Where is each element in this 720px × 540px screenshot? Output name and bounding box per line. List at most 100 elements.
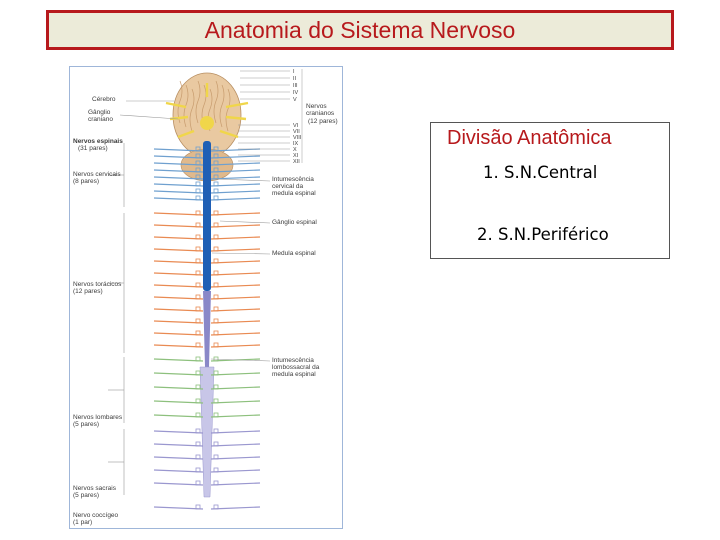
thoracic-nerve [153, 296, 204, 300]
lumbar-nerve [153, 400, 204, 404]
cranial-roman-label: X [293, 147, 297, 153]
brain-gyrus [219, 84, 225, 128]
spinal-ganglion [195, 398, 201, 404]
thoracic-nerve [153, 272, 204, 276]
sacral-nerve [153, 469, 204, 473]
thoracic-nerve [210, 212, 261, 216]
spinal-ganglion [213, 234, 219, 240]
cervical-nerve [153, 162, 204, 166]
label-nervos-cervicais: Nervos cervicais (8 pares) [73, 171, 121, 185]
cranial-nerve [165, 101, 187, 109]
sacral-nerve [210, 469, 261, 473]
spinal-ganglion [195, 441, 201, 447]
thoracic-nerve [210, 320, 261, 324]
cranial-roman-label: VIII [293, 135, 302, 141]
spinal-ganglion [195, 412, 201, 418]
thoracic-nerve [210, 260, 261, 264]
sacral-nerve [210, 456, 261, 460]
spinal-ganglion [213, 306, 219, 312]
anatomical-division-box: Divisão Anatômica 1. S.N.Central 2. S.N.… [430, 122, 670, 259]
label-pointer [210, 358, 271, 362]
spinal-ganglion [213, 412, 219, 418]
cranial-roman-label: XI [293, 153, 299, 159]
spinal-ganglion [213, 195, 219, 201]
cervical-nerve [210, 183, 261, 187]
info-item-central: 1. S.N.Central [483, 163, 598, 182]
cranial-roman-label: IX [293, 141, 299, 147]
cervical-nerve [153, 190, 204, 194]
spinal-ganglion [195, 370, 201, 376]
cranial-roman-label: VI [293, 123, 299, 129]
label-nervos-cranianos-count: (12 pares) [308, 118, 338, 125]
spinal-ganglion [213, 188, 219, 194]
spinal-ganglion [195, 195, 201, 201]
thoracic-nerve [153, 284, 204, 288]
spinal-ganglion [195, 318, 201, 324]
spinal-ganglion [213, 398, 219, 404]
spinal-ganglion [213, 384, 219, 390]
label-nervo-coccigeo: Nervo coccígeo (1 par) [73, 512, 119, 526]
spinal-ganglion [213, 181, 219, 187]
spinal-ganglion [213, 258, 219, 264]
thoracic-nerve [153, 332, 204, 336]
cervical-nerve [210, 176, 261, 180]
cranial-nerve [219, 129, 239, 139]
spinal-ganglion [195, 306, 201, 312]
spinal-ganglion [213, 480, 219, 486]
cranial-roman-label: III [293, 83, 298, 89]
slide-title: Anatomia do Sistema Nervoso [204, 16, 516, 43]
cervical-nerve [210, 190, 261, 194]
spinal-ganglion [195, 174, 201, 180]
lumbar-nerve [210, 414, 261, 418]
thoracic-nerve [210, 224, 261, 228]
cranial-roman-label: V [293, 97, 297, 103]
cauda-equina [199, 366, 215, 498]
thoracic-nerve [210, 344, 261, 348]
label-nervos-lombares: Nervos lombares (5 pares) [73, 414, 123, 428]
spinal-ganglion [195, 384, 201, 390]
sacral-nerve [210, 430, 261, 434]
cervical-nerve [153, 197, 204, 201]
cranial-roman-label: VII [293, 129, 300, 135]
spinal-cord-upper [203, 141, 211, 291]
label-medula-espinal: Medula espinal [272, 250, 316, 257]
info-heading: Divisão Anatômica [447, 127, 612, 149]
label-pointer [211, 252, 271, 255]
cranial-roman-label: XII [293, 159, 300, 165]
title-banner: Anatomia do Sistema Nervoso [46, 10, 674, 50]
label-ganglio-craniano: Gânglio craniano [88, 109, 113, 123]
spinal-ganglion [213, 428, 219, 434]
lumbar-nerve [153, 372, 204, 376]
cranial-nerve [177, 129, 195, 139]
spinal-ganglion [195, 167, 201, 173]
spinal-ganglion [213, 153, 219, 159]
spinal-ganglion [195, 428, 201, 434]
brain-gyrus [213, 80, 219, 124]
spinal-ganglion [195, 504, 201, 510]
spinal-ganglion [213, 318, 219, 324]
cervical-nerve [210, 155, 261, 159]
spinal-ganglion [213, 454, 219, 460]
spinal-ganglion [195, 282, 201, 288]
cervical-nerve [153, 148, 204, 152]
sacral-nerve [210, 482, 261, 486]
spinal-ganglion [195, 234, 201, 240]
sacral-nerve [153, 482, 204, 486]
coccygeal-nerve [210, 506, 261, 510]
thoracic-nerve [210, 272, 261, 276]
label-nervos-sacrais: Nervos sacrais (5 pares) [73, 485, 116, 499]
spinal-ganglion [213, 210, 219, 216]
spinal-ganglion [213, 467, 219, 473]
thoracic-nerve [153, 260, 204, 264]
label-nervos-cranianos: Nervos cranianos [306, 103, 335, 117]
spinal-ganglion [213, 146, 219, 152]
brain-gyrus [177, 80, 183, 124]
spinal-cord-lower [203, 291, 211, 367]
spinal-ganglion [213, 160, 219, 166]
label-nervos-espinais: Nervos espinais [73, 138, 123, 145]
sacral-nerve [153, 443, 204, 447]
spinal-ganglion [195, 181, 201, 187]
brain-gyrus [189, 88, 195, 132]
spinal-ganglion [213, 270, 219, 276]
